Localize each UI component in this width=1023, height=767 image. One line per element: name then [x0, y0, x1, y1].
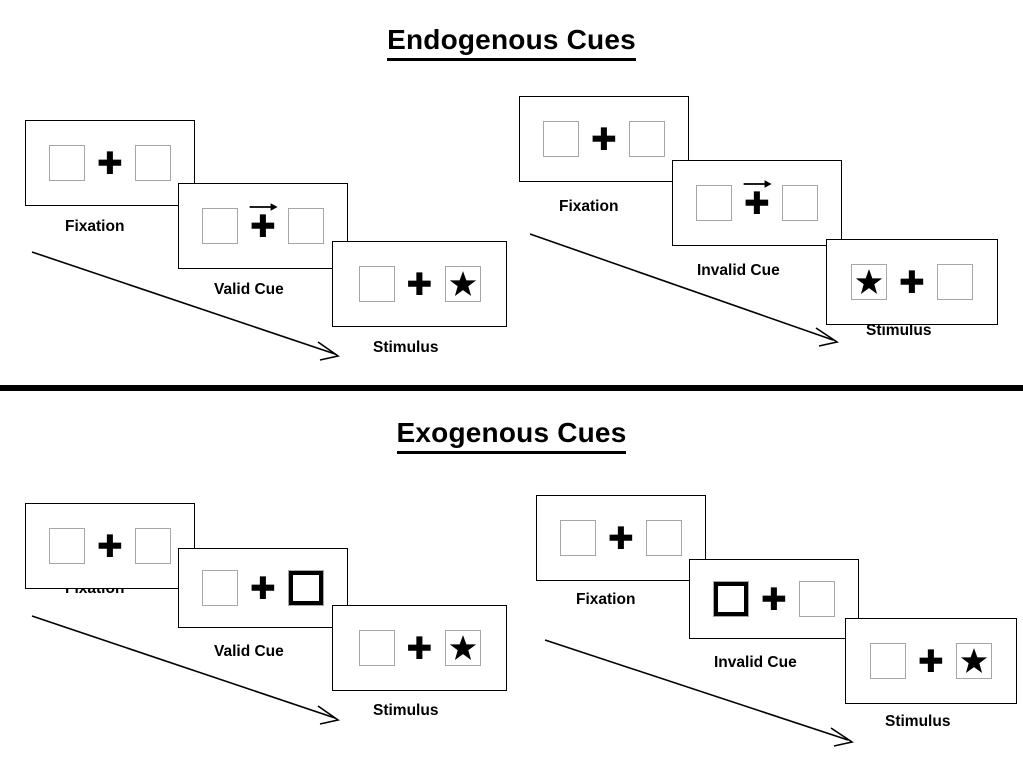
panel-exogenous-invalid-stimulus: ✚: [845, 618, 1017, 704]
fixation-cross: ✚: [899, 264, 925, 301]
left-box: [49, 528, 85, 564]
section-title-exogenous-text: Exogenous Cues: [396, 417, 627, 454]
star-icon: [855, 269, 883, 295]
left-box: [202, 208, 238, 244]
star-icon: [960, 648, 988, 674]
left-box-with-star: [851, 264, 887, 300]
caption-endogenous-valid-fixation: Fixation: [65, 218, 125, 235]
right-box: [288, 208, 324, 244]
star-icon: [449, 271, 476, 297]
left-box: [870, 643, 906, 679]
panel-exogenous-invalid-cue: ✚: [689, 559, 859, 639]
fixation-cross: ✚: [406, 266, 433, 303]
time-arrow-exogenous-invalid: [544, 639, 855, 747]
arrow-right-cue-icon: [743, 180, 772, 188]
left-box: [560, 520, 596, 556]
section-title-endogenous: Endogenous Cues: [0, 24, 1023, 61]
left-box-cued: [713, 581, 749, 617]
fixation-cross: ✚: [250, 570, 276, 607]
panel-endogenous-valid-stimulus: ✚: [332, 241, 507, 327]
right-box-with-star: [956, 643, 992, 679]
right-box-cued: [288, 570, 324, 606]
fixation-cross: ✚: [97, 528, 123, 565]
fixation-cross-with-cue: ✚: [743, 180, 772, 221]
fixation-cross: ✚: [918, 643, 944, 680]
caption-exogenous-invalid-fixation: Fixation: [576, 591, 636, 608]
caption-exogenous-valid-cue: Valid Cue: [214, 643, 284, 660]
right-box: [799, 581, 835, 617]
panel-exogenous-invalid-fixation: ✚: [536, 495, 706, 581]
caption-endogenous-valid-cue: Valid Cue: [214, 281, 284, 298]
panel-exogenous-valid-fixation: ✚: [25, 503, 195, 589]
right-box: [646, 520, 682, 556]
time-arrow-exogenous-valid: [31, 615, 340, 725]
left-box: [202, 570, 238, 606]
caption-endogenous-invalid-cue: Invalid Cue: [697, 262, 780, 279]
arrow-right-cue-icon: [249, 203, 278, 211]
time-arrow-endogenous-invalid: [529, 233, 840, 347]
caption-endogenous-invalid-stimulus: Stimulus: [866, 322, 932, 339]
panel-endogenous-invalid-stimulus: ✚: [826, 239, 998, 325]
right-box: [937, 264, 973, 300]
caption-endogenous-valid-stimulus: Stimulus: [373, 339, 439, 356]
section-title-endogenous-text: Endogenous Cues: [387, 24, 636, 61]
caption-endogenous-invalid-fixation: Fixation: [559, 198, 619, 215]
fixation-cross-with-cue: ✚: [249, 203, 278, 244]
section-divider: [0, 385, 1023, 391]
fixation-cross: ✚: [761, 581, 787, 618]
panel-endogenous-invalid-fixation: ✚: [519, 96, 689, 182]
panel-exogenous-valid-cue: ✚: [178, 548, 348, 628]
left-box: [543, 121, 579, 157]
right-box: [629, 121, 665, 157]
fixation-cross: ✚: [591, 121, 617, 158]
fixation-cross: ✚: [608, 520, 634, 557]
panel-endogenous-valid-cue: ✚: [178, 183, 348, 269]
panel-endogenous-invalid-cue: ✚: [672, 160, 842, 246]
fixation-cross: ✚: [406, 630, 433, 667]
star-icon: [449, 635, 476, 661]
caption-exogenous-invalid-cue: Invalid Cue: [714, 654, 797, 671]
section-title-exogenous: Exogenous Cues: [0, 417, 1023, 454]
panel-endogenous-valid-fixation: ✚: [25, 120, 195, 206]
fixation-cross: ✚: [97, 145, 123, 182]
left-box: [49, 145, 85, 181]
right-box: [782, 185, 818, 221]
left-box: [358, 630, 395, 666]
panel-exogenous-valid-stimulus: ✚: [332, 605, 507, 691]
caption-exogenous-invalid-stimulus: Stimulus: [885, 713, 951, 730]
right-box: [135, 145, 171, 181]
time-arrow-endogenous-valid: [31, 251, 340, 361]
left-box: [696, 185, 732, 221]
left-box: [358, 266, 395, 302]
right-box-with-star: [444, 630, 481, 666]
right-box-with-star: [444, 266, 481, 302]
caption-exogenous-valid-stimulus: Stimulus: [373, 702, 439, 719]
right-box: [135, 528, 171, 564]
